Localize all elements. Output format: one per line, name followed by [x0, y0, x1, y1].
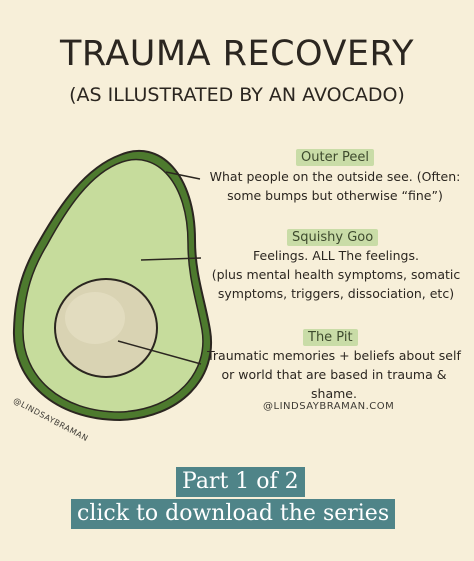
author-credit: @LINDSAYBRAMAN.COM — [263, 401, 395, 412]
pit-description: Traumatic memories + beliefs about self … — [198, 346, 470, 403]
goo-line-3: symptoms, triggers, dissociation, etc) — [217, 286, 455, 301]
pit-heading: The Pit — [303, 329, 358, 346]
goo-pointer-line — [140, 257, 202, 261]
goo-line-2: (plus mental health symptoms, somatic — [211, 267, 461, 282]
goo-description: Feelings. ALL The feelings. (plus mental… — [204, 246, 468, 303]
pit-line-1: Traumatic memories + beliefs about self — [207, 348, 461, 363]
peel-heading: Outer Peel — [296, 149, 375, 166]
part-label[interactable]: Part 1 of 2 — [176, 467, 305, 497]
pit-line-2: or world that are based in trauma & sham… — [221, 367, 447, 401]
peel-pointer-line — [165, 171, 201, 180]
page-subtitle: (AS ILLUSTRATED BY AN AVOCADO) — [69, 84, 405, 106]
page-title: TRAUMA RECOVERY — [60, 34, 414, 74]
download-series-link[interactable]: click to download the series — [71, 499, 396, 529]
peel-description: What people on the outside see. (Often: … — [200, 167, 470, 205]
peel-line-1: What people on the outside see. (Often: — [209, 169, 461, 184]
peel-line-2: some bumps but otherwise “fine”) — [227, 188, 443, 203]
goo-heading: Squishy Goo — [287, 229, 379, 246]
goo-line-1: Feelings. ALL The feelings. — [253, 248, 419, 263]
pit-pointer-line — [117, 340, 202, 365]
